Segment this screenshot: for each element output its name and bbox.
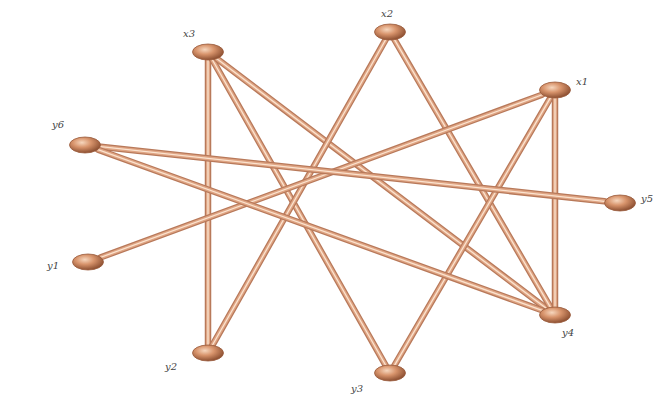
edge-tube (212, 60, 385, 366)
vertex-label: y3 (351, 384, 363, 394)
vertex-ball (71, 253, 105, 271)
vertex-label: x3 (183, 29, 195, 39)
vertex-ball (603, 194, 637, 212)
edge-tube (208, 60, 209, 345)
vertex-ball (538, 306, 572, 324)
edge-tube (555, 98, 556, 307)
vertex: y2 (191, 344, 225, 362)
vertex: x1 (538, 81, 572, 99)
edge-tube (394, 98, 550, 366)
vertex: y6 (68, 136, 102, 154)
vertex-ball (373, 364, 407, 382)
edge-tube (98, 150, 542, 311)
vertex-ball (373, 23, 407, 41)
edge-tube (212, 40, 385, 346)
vertex-label: y5 (641, 194, 653, 204)
vertex: x2 (373, 23, 407, 41)
vertex-ball (538, 81, 572, 99)
vertex-label: x1 (576, 77, 588, 87)
vertex: x3 (191, 43, 225, 61)
vertex: y4 (538, 306, 572, 324)
vertex-label: x2 (381, 9, 393, 19)
vertex-label: y4 (562, 328, 574, 338)
vertex-ball (191, 344, 225, 362)
vertex: y3 (373, 364, 407, 382)
vertex-label: y6 (52, 120, 64, 130)
vertex: y1 (71, 253, 105, 271)
vertex-label: y2 (165, 362, 177, 372)
vertex-ball (68, 136, 102, 154)
vertex-label: y1 (47, 261, 59, 271)
vertex: y5 (603, 194, 637, 212)
edge-tube (101, 147, 605, 202)
vertex-ball (191, 43, 225, 61)
